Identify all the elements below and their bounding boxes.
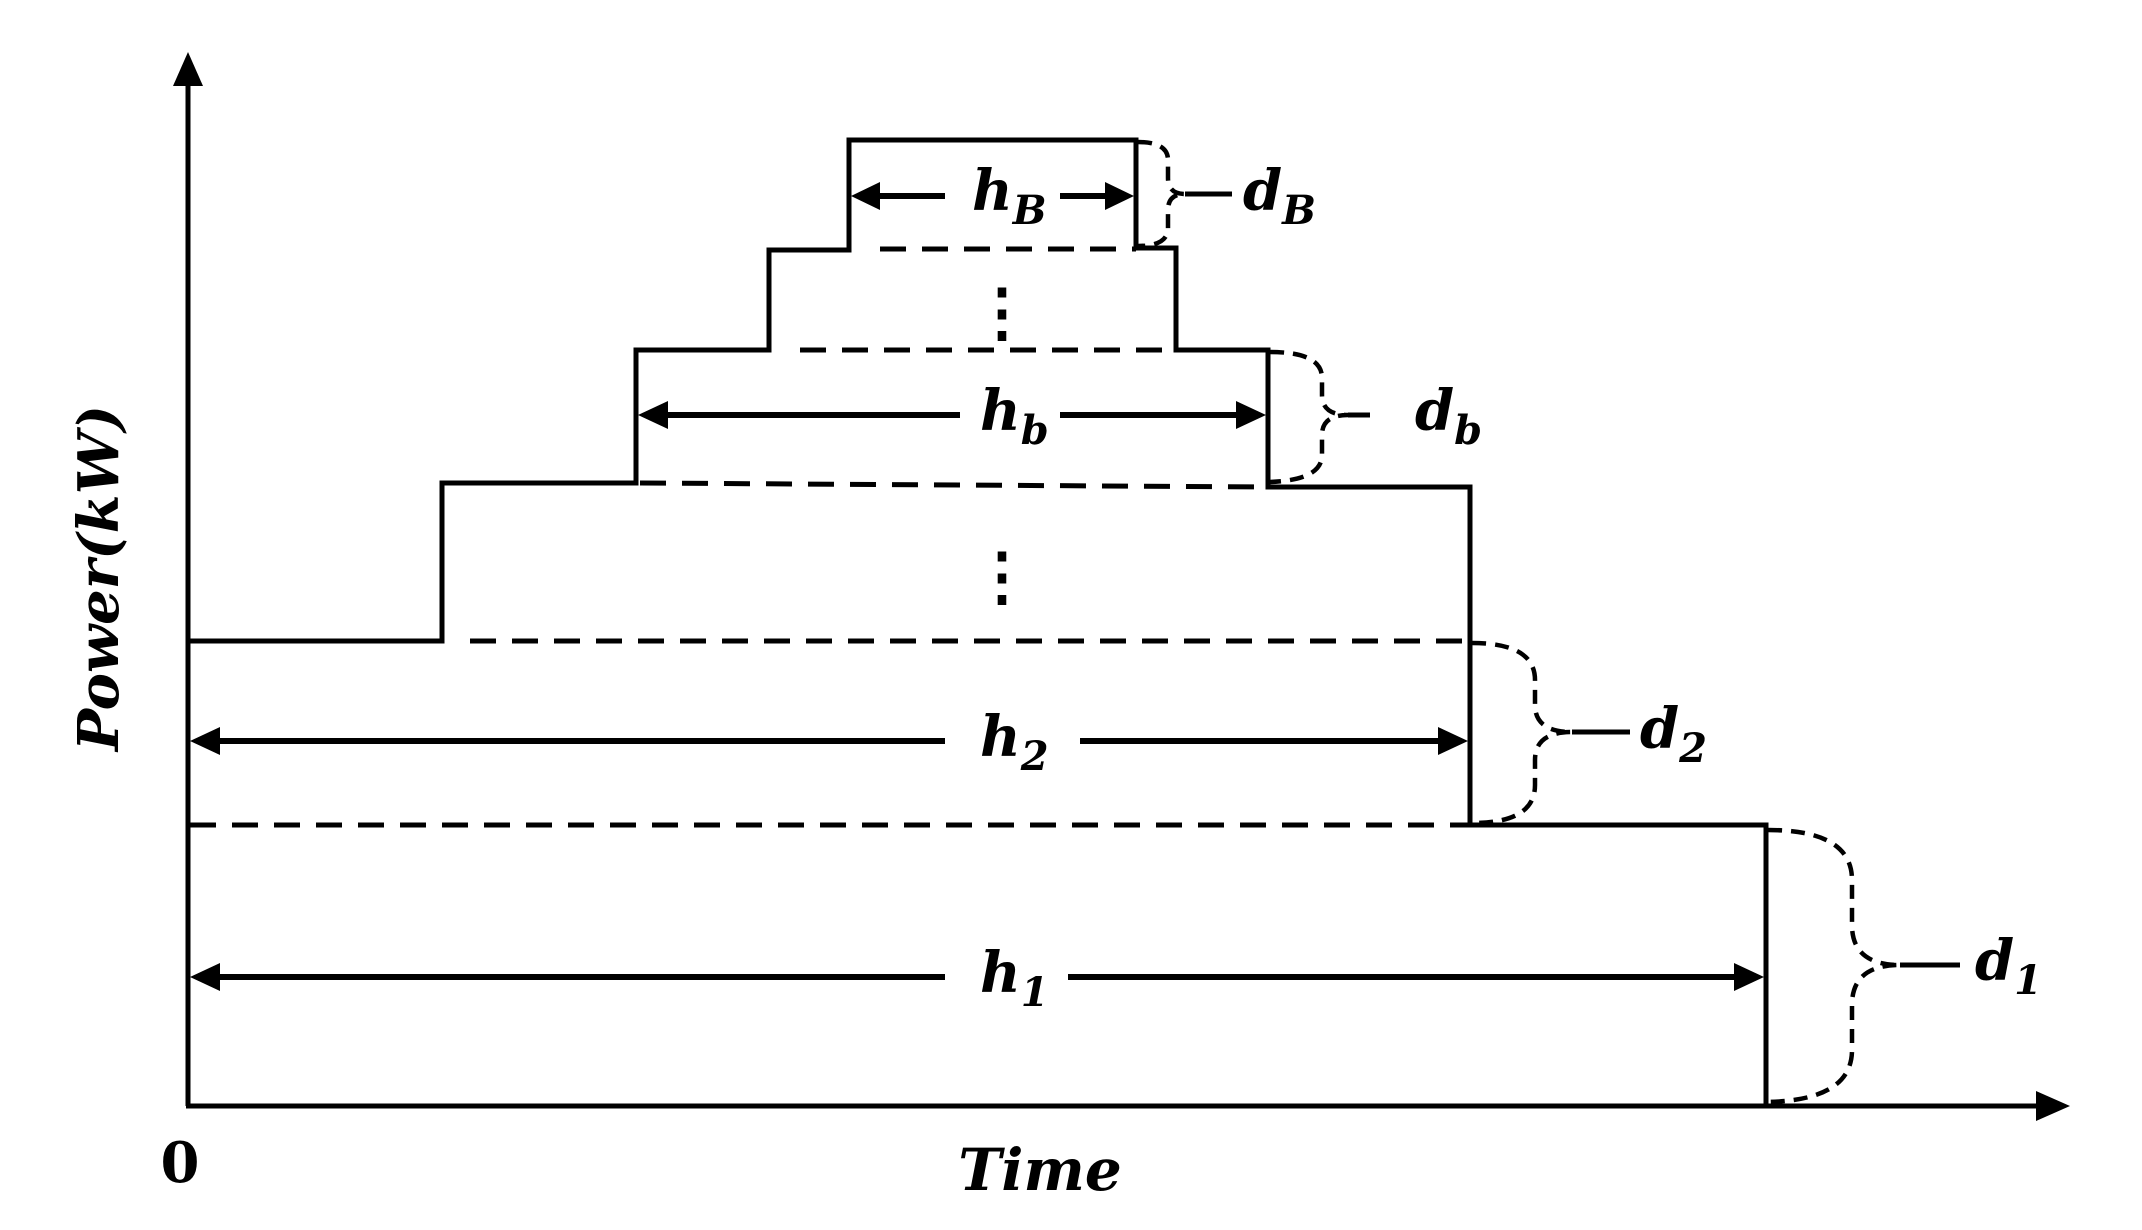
- d2-label-sub: 2: [1678, 725, 1707, 772]
- hB-label-sub: B: [1012, 187, 1047, 234]
- h1-arrowhead-left: [190, 963, 220, 991]
- dB-label: dB: [1243, 158, 1316, 234]
- labels: hB dB hb db h2 d2 h1 d1: [972, 158, 2042, 1016]
- h2-label: h2: [980, 704, 1049, 780]
- duration-arrows: [190, 182, 1764, 991]
- hb-label: hb: [980, 378, 1049, 454]
- axes: [173, 52, 2070, 1121]
- d1-label: d1: [1975, 928, 2042, 1004]
- y-axis-arrowhead: [173, 52, 203, 86]
- db-label-sub: b: [1454, 407, 1482, 454]
- db-label: db: [1415, 378, 1482, 454]
- ellipsis-lower: ⋮: [970, 539, 1034, 614]
- hB-arrowhead-right: [1105, 182, 1134, 210]
- d2-label: d2: [1640, 696, 1707, 772]
- hB-arrowhead-left: [851, 182, 880, 210]
- db-label-main: d: [1415, 378, 1454, 444]
- x-axis-label: Time: [958, 1136, 1121, 1204]
- db-brace: [1269, 349, 1349, 485]
- level-line-bottom-b: [639, 480, 1269, 490]
- hb-arrowhead-right: [1236, 401, 1266, 429]
- dB-label-main: d: [1243, 158, 1282, 224]
- h1-label-sub: 1: [1021, 969, 1049, 1016]
- h1-arrowhead-right: [1734, 963, 1764, 991]
- power-profile-outline: [188, 137, 1769, 1106]
- hB-label-main: h: [972, 158, 1013, 224]
- dB-brace: [1137, 139, 1186, 249]
- d2-label-main: d: [1640, 696, 1679, 762]
- h1-label: h1: [980, 940, 1049, 1016]
- ellipsis-upper: ⋮: [970, 275, 1034, 350]
- hb-label-sub: b: [1021, 407, 1049, 454]
- h2-label-sub: 2: [1020, 733, 1049, 780]
- height-braces: [1137, 139, 1960, 1105]
- d2-brace: [1471, 640, 1573, 826]
- hb-label-main: h: [980, 378, 1021, 444]
- d1-brace: [1767, 827, 1901, 1105]
- h2-arrowhead-left: [190, 727, 220, 755]
- hb-arrowhead-left: [638, 401, 668, 429]
- d1-label-main: d: [1975, 928, 2014, 994]
- hB-label: hB: [972, 158, 1047, 234]
- h2-arrowhead-right: [1438, 727, 1468, 755]
- h2-label-main: h: [980, 704, 1021, 770]
- d1-label-sub: 1: [2014, 957, 2042, 1004]
- h1-label-main: h: [980, 940, 1021, 1006]
- level-lines: [190, 246, 1470, 828]
- y-axis-label: Power(kW): [66, 405, 132, 753]
- dB-label-sub: B: [1281, 187, 1316, 234]
- origin-label: 0: [161, 1130, 200, 1196]
- x-axis-arrowhead: [2036, 1091, 2070, 1121]
